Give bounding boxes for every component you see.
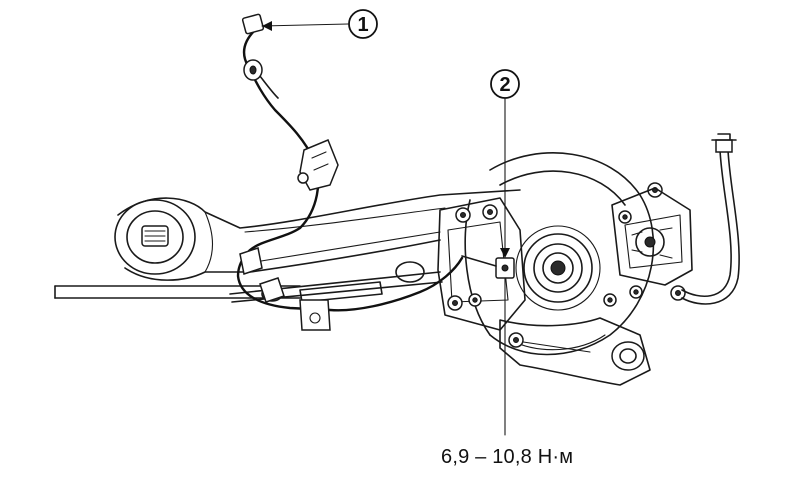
cable-clips: [239, 139, 339, 331]
wheel-hub: [515, 225, 601, 311]
brake-hose: [681, 133, 740, 305]
mounting-bolts: [447, 182, 686, 348]
brake-caliper: [611, 187, 693, 286]
arm-bushing: [114, 199, 196, 275]
speed-sensor: [461, 255, 515, 279]
callout-2: 2: [490, 69, 520, 436]
torque-specification: 6,9 – 10,8 Н·м: [441, 446, 574, 468]
callout-1: 1: [261, 9, 378, 39]
callout-2-number: 2: [499, 74, 510, 96]
knuckle: [437, 197, 651, 386]
sensor-connector: [241, 13, 265, 81]
callout-1-number: 1: [357, 14, 368, 36]
trailing-arm: [117, 189, 521, 281]
axle-shaft: [54, 285, 301, 299]
